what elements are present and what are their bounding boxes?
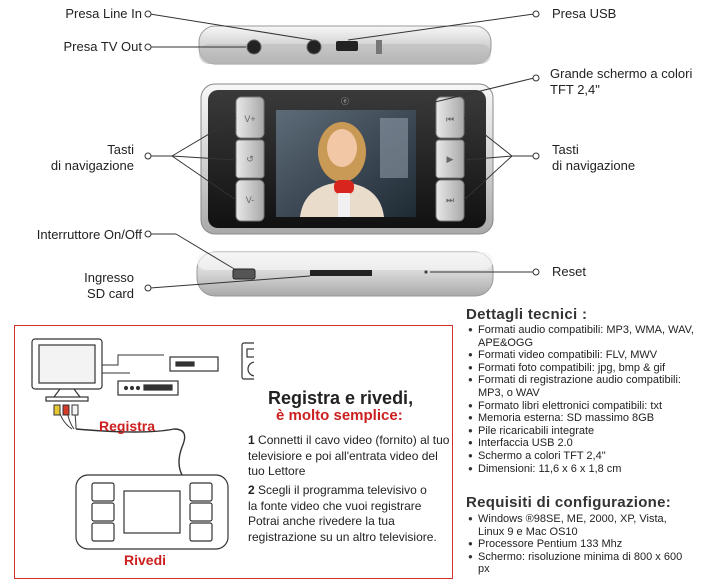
callout-screen-line1: Grande schermo a colori bbox=[550, 66, 693, 81]
callout-usb: Presa USB bbox=[552, 6, 617, 21]
sd-card-slot-icon bbox=[310, 270, 372, 276]
tv-icon bbox=[31, 338, 103, 402]
spec-item: Pile ricaricabili integrate bbox=[468, 425, 696, 438]
label-record: Registra bbox=[99, 418, 156, 434]
line-in-jack-icon bbox=[306, 39, 322, 55]
svg-text:V+: V+ bbox=[244, 114, 255, 124]
player-outline-icon bbox=[75, 474, 229, 550]
right-nav-buttons: ⏮ ▶ ⏭ bbox=[435, 96, 465, 222]
svg-text:⏮: ⏮ bbox=[446, 114, 454, 124]
vcr-icon bbox=[117, 356, 219, 396]
spec-item: Interfaccia USB 2.0 bbox=[468, 437, 696, 450]
brand-logo: ⓔ bbox=[341, 97, 349, 106]
callout-nav-right: Tasti di navigazione bbox=[552, 142, 635, 174]
power-switch-icon bbox=[232, 268, 256, 280]
specs-list: Formati audio compatibili: MP3, WMA, WAV… bbox=[468, 324, 696, 475]
usb-port-icon bbox=[336, 41, 358, 51]
spec-item: Formati di registrazione audio compatibi… bbox=[468, 374, 696, 399]
label-replay: Rivedi bbox=[124, 552, 167, 568]
device-bottom-view bbox=[196, 251, 494, 297]
howto-box bbox=[14, 325, 453, 579]
reset-hole-icon bbox=[424, 270, 428, 274]
howto-subhead: è molto semplice: bbox=[276, 407, 403, 424]
callout-reset: Reset bbox=[552, 264, 586, 279]
svg-text:⏭: ⏭ bbox=[446, 195, 454, 205]
step2-number: 2 bbox=[248, 483, 255, 497]
speaker-icon bbox=[241, 342, 254, 380]
device-illustration: V+ ↺ V- ⏮ ▶ ⏭ ⓔ bbox=[144, 10, 540, 297]
howto-headline: Registra e rivedi, bbox=[268, 388, 414, 408]
requirements-list: Windows ®98SE, ME, 2000, XP, Vista, Linu… bbox=[468, 513, 696, 576]
step2-text: Scegli il programma televisivo o la font… bbox=[248, 483, 437, 544]
spec-item: Schermo a colori TFT 2,4" bbox=[468, 450, 696, 463]
callout-power: Interruttore On/Off bbox=[36, 227, 142, 242]
spec-item: Formati audio compatibili: MP3, WMA, WAV… bbox=[468, 324, 696, 349]
requirement-item: Windows ®98SE, ME, 2000, XP, Vista, Linu… bbox=[468, 513, 696, 538]
specs-title: Dettagli tecnici : bbox=[466, 306, 588, 323]
svg-text:▶: ▶ bbox=[447, 154, 454, 164]
microphone-icon bbox=[334, 180, 354, 194]
spec-item: Memoria esterna: SD massimo 8GB bbox=[468, 412, 696, 425]
callout-line-in: Presa Line In bbox=[65, 6, 142, 21]
svg-text:V-: V- bbox=[246, 195, 255, 205]
step1-text: Connetti il cavo video (fornito) al tuo … bbox=[248, 433, 450, 478]
callout-tv-out: Presa TV Out bbox=[63, 39, 142, 54]
requirement-item: Processore Pentium 133 Mhz bbox=[468, 538, 696, 551]
tv-out-jack-icon bbox=[246, 39, 262, 55]
callout-sd: Ingresso SD card bbox=[84, 270, 134, 302]
callout-sd-line1: Ingresso bbox=[84, 270, 134, 285]
device-top-view bbox=[198, 25, 492, 65]
rca-cable-icon bbox=[53, 404, 186, 476]
callout-screen: Grande schermo a colori TFT 2,4" bbox=[550, 66, 692, 98]
callout-nav-left-line2: di navigazione bbox=[50, 158, 134, 173]
svg-text:↺: ↺ bbox=[246, 154, 254, 164]
callout-sd-line2: SD card bbox=[87, 286, 134, 301]
spec-item: Formati video compatibili: FLV, MWV bbox=[468, 349, 696, 362]
requirement-item: Schermo: risoluzione minima di 800 x 600… bbox=[468, 551, 696, 576]
spec-item: Formato libri elettronici compatibili: t… bbox=[468, 400, 696, 413]
left-nav-buttons: V+ ↺ V- bbox=[235, 96, 265, 222]
device-front-view: V+ ↺ V- ⏮ ▶ ⏭ ⓔ bbox=[200, 83, 494, 235]
callout-nav-left-line1: Tasti bbox=[107, 142, 134, 157]
howto-step2: 2 Scegli il programma televisivo o la fo… bbox=[248, 483, 438, 545]
requirements-title: Requisiti di configurazione: bbox=[466, 494, 672, 511]
spec-item: Formati foto compatibili: jpg, bmp & gif bbox=[468, 362, 696, 375]
howto-illustration bbox=[31, 338, 254, 550]
callout-nav-left: Tasti di navigazione bbox=[51, 142, 134, 174]
callout-nav-right-line2: di navigazione bbox=[552, 158, 636, 173]
callout-screen-line2: TFT 2,4" bbox=[550, 82, 600, 97]
howto-step1: 1 Connetti il cavo video (fornito) al tu… bbox=[248, 433, 454, 480]
callout-nav-right-line1: Tasti bbox=[552, 142, 579, 157]
step1-number: 1 bbox=[248, 433, 255, 447]
device-screen bbox=[276, 110, 416, 217]
spec-item: Dimensioni: 11,6 x 6 x 1,8 cm bbox=[468, 463, 696, 476]
callout-lines bbox=[144, 10, 540, 292]
